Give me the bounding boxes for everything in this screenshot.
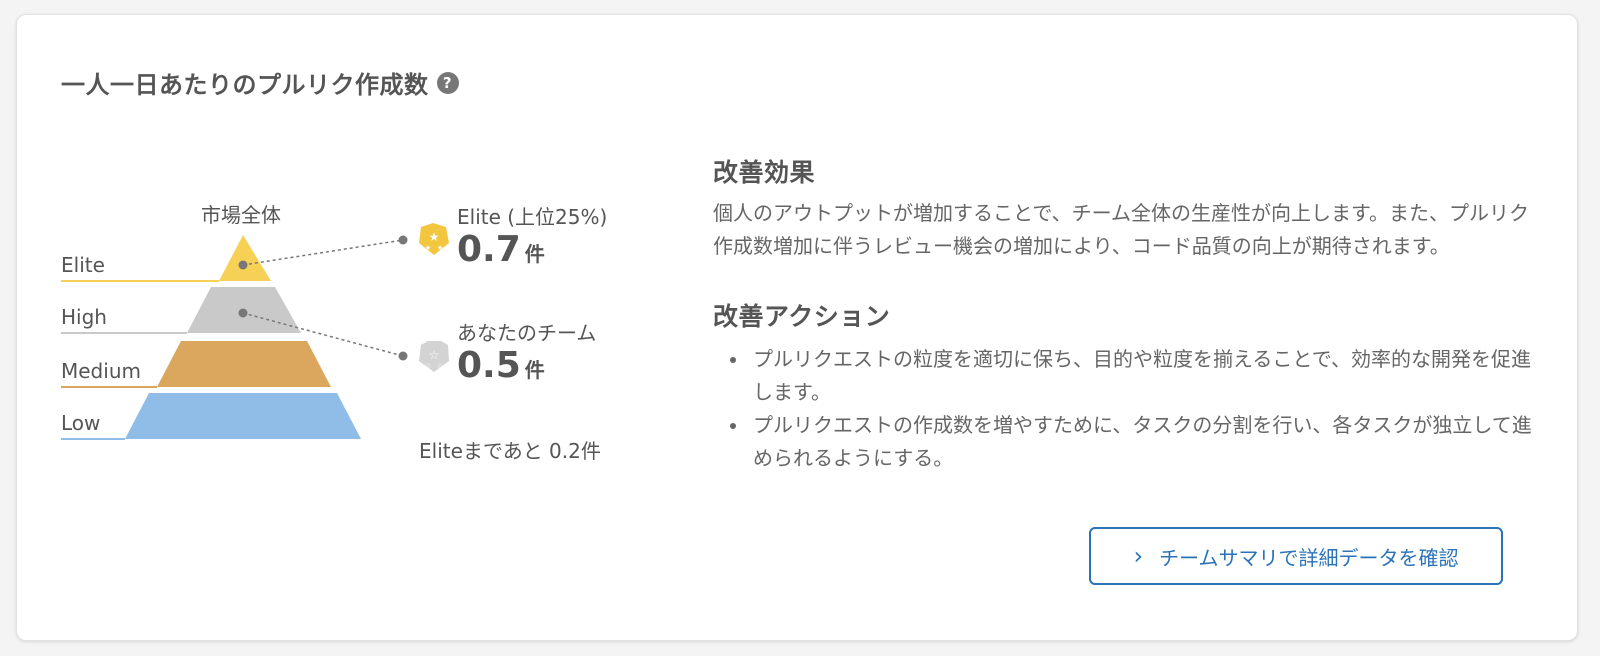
view-team-summary-button[interactable]: › チームサマリで詳細データを確認 xyxy=(1089,527,1503,585)
pyramid-chart: ★ ★ ★ ☆ ☆ ☆ 市場全体 Elite High Medium Low E… xyxy=(61,185,661,465)
list-item: プルリクエストの作成数を増やすために、タスクの分割を行い、各タスクが独立して進め… xyxy=(749,409,1533,475)
team-leader-dot-end xyxy=(398,351,408,361)
team-marker-label: あなたのチーム xyxy=(457,321,597,345)
tier-label-elite: Elite xyxy=(61,253,105,277)
card-title-text: 一人一日あたりのプルリク作成数 xyxy=(61,71,429,99)
team-leader-dot-start xyxy=(238,308,248,318)
svg-text:★: ★ xyxy=(425,244,431,252)
market-label: 市場全体 xyxy=(201,203,281,227)
view-team-summary-label: チームサマリで詳細データを確認 xyxy=(1159,545,1459,570)
team-leader-line xyxy=(242,312,404,357)
actions-list: プルリクエストの粒度を適切に保ち、目的や粒度を揃えることで、効率的な開発を促進し… xyxy=(713,343,1533,475)
list-item: プルリクエストの粒度を適切に保ち、目的や粒度を揃えることで、効率的な開発を促進し… xyxy=(749,343,1533,409)
tier-low-band xyxy=(125,393,361,439)
effect-heading: 改善効果 xyxy=(713,158,816,187)
effect-text: 個人のアウトプットが増加することで、チーム全体の生産性が向上します。また、プルリ… xyxy=(713,201,1529,258)
metric-card: 一人一日あたりのプルリク作成数 ? ★ ★ xyxy=(16,14,1578,641)
svg-text:★: ★ xyxy=(429,230,440,244)
team-value-number: 0.5 xyxy=(457,345,521,386)
tier-label-high: High xyxy=(61,305,107,329)
actions-heading: 改善アクション xyxy=(713,302,891,331)
chevron-right-icon: › xyxy=(1133,542,1144,570)
card-title: 一人一日あたりのプルリク作成数 ? xyxy=(61,65,459,100)
elite-leader-line xyxy=(242,239,404,266)
question-circle-icon[interactable]: ? xyxy=(436,71,459,94)
tier-label-low: Low xyxy=(61,411,101,435)
svg-text:★: ★ xyxy=(437,244,443,252)
gap-to-elite-text: Eliteまであと 0.2件 xyxy=(419,439,601,463)
tier-label-medium: Medium xyxy=(61,359,141,383)
svg-text:☆: ☆ xyxy=(429,348,440,362)
gold-star-badge-icon: ★ ★ ★ xyxy=(419,223,449,255)
elite-marker-label: Elite (上位25%) xyxy=(457,205,608,229)
pyramid-svg: ★ ★ ★ ☆ ☆ ☆ xyxy=(61,223,449,440)
svg-text:☆: ☆ xyxy=(425,362,431,370)
elite-leader-dot-end xyxy=(398,235,408,245)
team-value-unit: 件 xyxy=(524,358,545,382)
elite-value-unit: 件 xyxy=(524,242,545,266)
tier-medium-band xyxy=(157,341,331,387)
silver-star-badge-icon: ☆ ☆ ☆ xyxy=(419,341,449,372)
svg-text:☆: ☆ xyxy=(437,362,443,370)
elite-leader-dot-start xyxy=(238,260,248,270)
tier-elite-band xyxy=(219,235,271,281)
improvement-panel: 改善効果 個人のアウトプットが増加することで、チーム全体の生産性が向上します。ま… xyxy=(713,153,1533,475)
elite-value-number: 0.7 xyxy=(457,229,521,270)
